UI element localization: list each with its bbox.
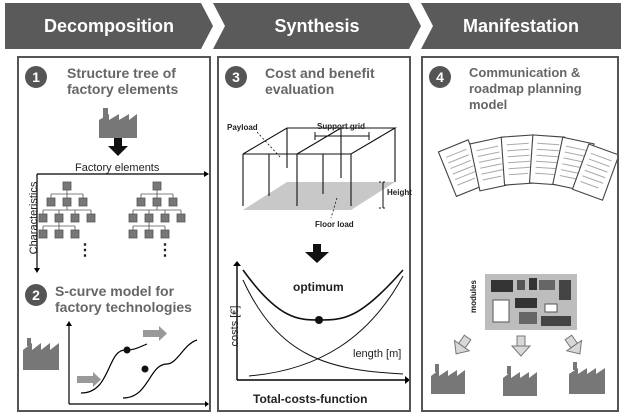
structure-tree-1	[38, 181, 96, 239]
step2-title: S-curve model for factory technologies	[55, 283, 192, 315]
ellipsis-2: ⋮	[157, 242, 173, 259]
curve-point-2	[141, 365, 149, 373]
total-costs-function-label: Total-costs-function	[253, 392, 368, 406]
step4-title-line3: model	[469, 97, 508, 112]
manifestation-graphics	[431, 134, 617, 396]
panel-manifestation: 4 Communication & roadmap planning model…	[421, 56, 619, 412]
step2-title-line1: S-curve model for	[55, 283, 175, 299]
optimum-label: optimum	[293, 280, 344, 294]
s-curve-2	[122, 339, 198, 399]
factory-icon-3	[569, 362, 605, 394]
decreasing-cost-curve	[242, 279, 404, 375]
s-curve-1	[80, 343, 148, 394]
cost-chart	[233, 261, 409, 384]
step-number-2: 2	[25, 284, 47, 306]
step1-title-line2: factory elements	[67, 81, 179, 97]
floor-load-label: Floor load	[315, 220, 354, 229]
down-arrow-icon	[305, 244, 329, 263]
increasing-cost-curve	[248, 275, 404, 377]
chevron-shape	[421, 3, 621, 49]
height-label: Height	[387, 188, 412, 197]
factory-icon-1	[431, 364, 465, 394]
optimum-point	[315, 316, 323, 324]
step-number-3: 3	[225, 66, 247, 88]
total-cost-curve	[242, 269, 404, 321]
step-number-4: 4	[429, 66, 451, 88]
synthesis-graphics	[233, 127, 409, 384]
ellipsis-1: ⋮	[77, 242, 93, 259]
step-chevron-decomposition: Decomposition	[5, 3, 213, 49]
chevron-shape	[5, 3, 213, 49]
factory-elements-label: Factory elements	[75, 162, 160, 174]
decomposition-graphics	[23, 108, 209, 407]
factory-icon-2	[503, 366, 537, 396]
step3-title: Cost and benefit evaluation	[265, 65, 375, 97]
panel-decomposition: 1 Structure tree of factory elements Fac…	[17, 56, 211, 412]
structure-tree-2	[128, 181, 186, 239]
modules-board	[485, 274, 577, 330]
payload-label: Payload	[227, 123, 258, 132]
curve-point-1	[123, 346, 131, 354]
gray-arrow-1	[143, 326, 167, 341]
panel-synthesis: 3 Cost and benefit evaluation Payload Su…	[217, 56, 412, 412]
small-factory-icon	[23, 338, 59, 370]
step-chevron-manifestation: Manifestation	[421, 3, 621, 49]
characteristics-label: Characteristics	[28, 181, 40, 255]
step3-title-line1: Cost and benefit	[265, 65, 375, 81]
step-chevron-synthesis: Synthesis	[213, 3, 421, 49]
step1-title-line1: Structure tree of	[67, 65, 176, 81]
step-number-1: 1	[25, 66, 47, 88]
step1-title: Structure tree of factory elements	[67, 65, 178, 97]
step4-title-line2: roadmap planning	[469, 81, 582, 96]
costs-axis-label: costs [€]	[229, 305, 241, 347]
support-frame	[242, 127, 398, 206]
support-grid-label: Support grid	[317, 122, 365, 131]
floor-slab	[243, 182, 395, 210]
step-label-manifestation: Manifestation	[462, 16, 579, 36]
output-arrows	[453, 334, 583, 357]
step3-title-line2: evaluation	[265, 81, 335, 97]
down-arrow-icon	[108, 138, 128, 156]
chevron-shape	[213, 3, 421, 49]
factory-icon	[99, 108, 137, 138]
step4-title: Communication & roadmap planning model	[469, 65, 582, 113]
step-label-decomposition: Decomposition	[43, 16, 174, 36]
step4-title-line1: Communication &	[469, 65, 581, 80]
step2-title-line2: factory technologies	[55, 299, 192, 315]
modules-label: modules	[468, 280, 478, 313]
document-stack-icon	[437, 134, 617, 201]
length-axis-label: length [m]	[353, 348, 402, 360]
step-label-synthesis: Synthesis	[274, 16, 360, 36]
gray-arrow-2	[77, 372, 101, 387]
